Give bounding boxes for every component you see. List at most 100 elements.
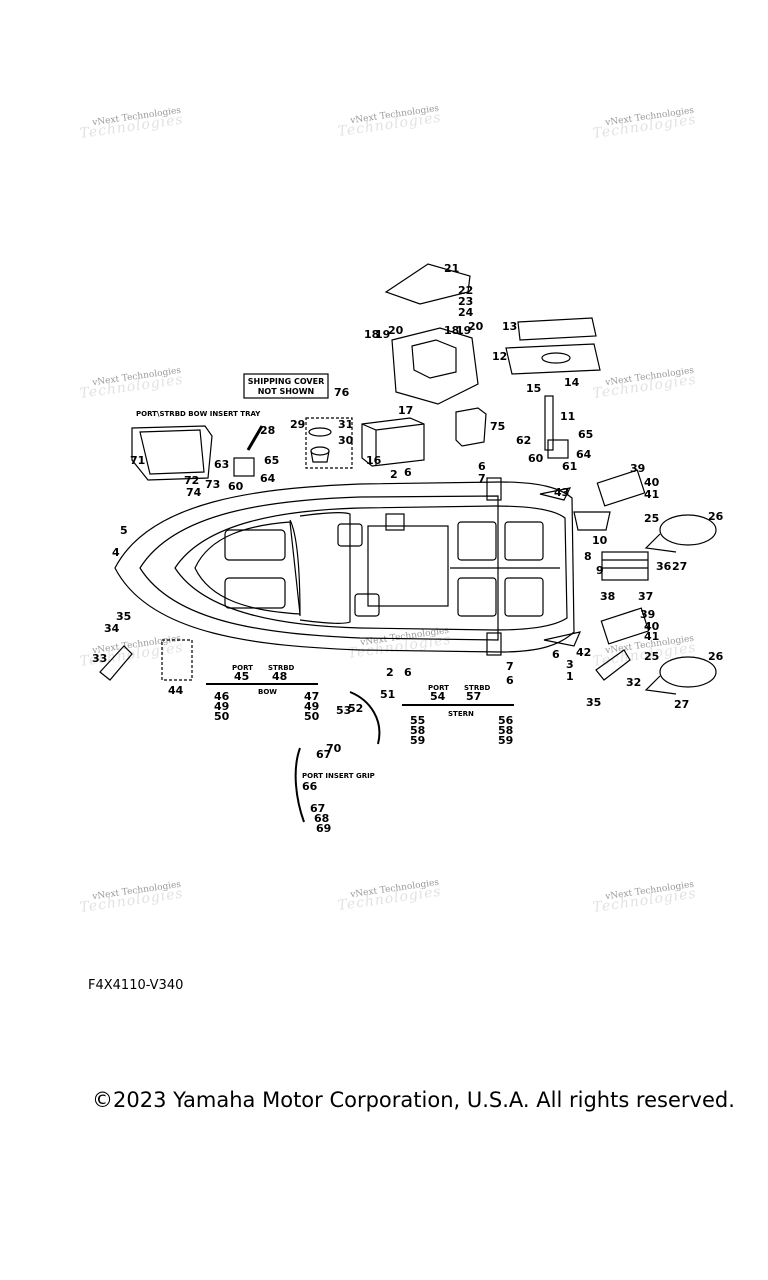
callout: 41	[644, 488, 659, 501]
callout: 6	[478, 460, 486, 473]
callout: 50	[304, 710, 320, 723]
bow-cleat	[99, 645, 133, 681]
aft-seat-strbd-a	[457, 577, 497, 617]
stern-cleat	[595, 649, 631, 681]
callout: 57	[466, 690, 481, 703]
callout: 26	[708, 510, 724, 523]
callout: 58	[498, 724, 513, 737]
label-port-insert-grip: PORT INSERT GRIP	[302, 772, 375, 780]
callout: 22	[458, 284, 473, 297]
copyright-notice: ©2023 Yamaha Motor Corporation, U.S.A. A…	[92, 1088, 735, 1112]
callout: 7	[506, 660, 514, 673]
shipping-cover-note: SHIPPING COVER NOT SHOWN	[243, 373, 329, 399]
callout: 19	[456, 324, 471, 337]
callout: 48	[272, 670, 287, 683]
callout: 39	[640, 608, 655, 621]
callout: 74	[186, 486, 202, 499]
callout: 49	[304, 700, 319, 713]
callout: 64	[260, 472, 276, 485]
callout: 11	[560, 410, 575, 423]
callout: 6	[404, 666, 412, 679]
callout: 25	[644, 512, 659, 525]
label-bow-insert-tray: PORT\STRBD BOW INSERT TRAY	[136, 410, 261, 418]
boarding-ladder	[601, 551, 649, 581]
callout: 70	[326, 742, 342, 755]
callout: 40	[644, 476, 660, 489]
callout: 67	[316, 748, 331, 761]
callout: 38	[600, 590, 615, 603]
svg-text:NOT SHOWN: NOT SHOWN	[258, 387, 315, 396]
callout: 64	[576, 448, 592, 461]
label-stern: STERN	[448, 710, 474, 718]
callout: 2	[390, 468, 398, 481]
callout: 32	[626, 676, 641, 689]
callout: 44	[168, 684, 184, 697]
cooler	[361, 417, 425, 467]
callout: 19	[375, 328, 390, 341]
step-pad-bottom	[600, 607, 650, 645]
callout: 39	[630, 462, 645, 475]
callout: 54	[430, 690, 446, 703]
windshield	[299, 512, 351, 624]
bow-walkway	[289, 519, 301, 617]
callout: 49	[214, 700, 229, 713]
callout: 10	[592, 534, 608, 547]
seat-cushion	[384, 263, 471, 305]
callout: 13	[502, 320, 517, 333]
trim-strip	[246, 425, 264, 451]
bow-insert-tray	[131, 425, 213, 481]
callout: 31	[338, 418, 353, 431]
callout: 15	[526, 382, 541, 395]
callout: 25	[644, 650, 659, 663]
aft-seat-port-a	[457, 521, 497, 561]
blade-42	[543, 631, 582, 647]
seat-console	[391, 327, 479, 405]
cockpit-floor	[367, 525, 449, 607]
hull-outer	[114, 481, 575, 653]
callout: 16	[366, 454, 382, 467]
tower-post-strbd	[486, 632, 502, 656]
label-strbd: STRBD	[268, 664, 295, 672]
callout: 61	[562, 460, 577, 473]
callout: 36	[656, 560, 672, 573]
aft-seat-port-b	[504, 521, 544, 561]
callout: 40	[644, 620, 660, 633]
board-rack-top	[659, 514, 717, 546]
callout: 7	[478, 472, 486, 485]
callout: 18	[444, 324, 459, 337]
callout: 4	[112, 546, 120, 559]
callout: 68	[314, 812, 329, 825]
accessory-box	[455, 407, 487, 447]
label-bow: BOW	[258, 688, 277, 696]
helm-console	[385, 513, 405, 531]
callout: 58	[410, 724, 425, 737]
callout: 12	[492, 350, 507, 363]
callout: 37	[638, 590, 653, 603]
bow-seat-port	[224, 529, 286, 561]
callout: 8	[584, 550, 592, 563]
blade-43	[539, 487, 572, 501]
callout: 34	[104, 622, 120, 635]
aft-seat-strbd-b	[504, 577, 544, 617]
callout: 35	[116, 610, 131, 623]
callout: 50	[214, 710, 230, 723]
callout: 73	[205, 478, 220, 491]
callout: 56	[498, 714, 514, 727]
callout: 3	[566, 658, 574, 671]
callout: 17	[398, 404, 413, 417]
callout: 33	[92, 652, 107, 665]
callout: 20	[388, 324, 404, 337]
figure-code: F4X4110-V340	[88, 978, 184, 993]
callout: 55	[410, 714, 425, 727]
callout: 69	[316, 822, 331, 835]
callout: 5	[120, 524, 128, 537]
callouts: 21 22 23 24 18 19 20 18 19 20 13 12 15 1…	[92, 262, 724, 835]
step-pad-top	[596, 469, 646, 507]
callout: 29	[290, 418, 305, 431]
label-strbd: STRBD	[464, 684, 491, 692]
callout: 59	[498, 734, 513, 747]
callout: 35	[586, 696, 601, 709]
grab-handle	[349, 691, 381, 745]
insert-grip	[294, 747, 305, 823]
